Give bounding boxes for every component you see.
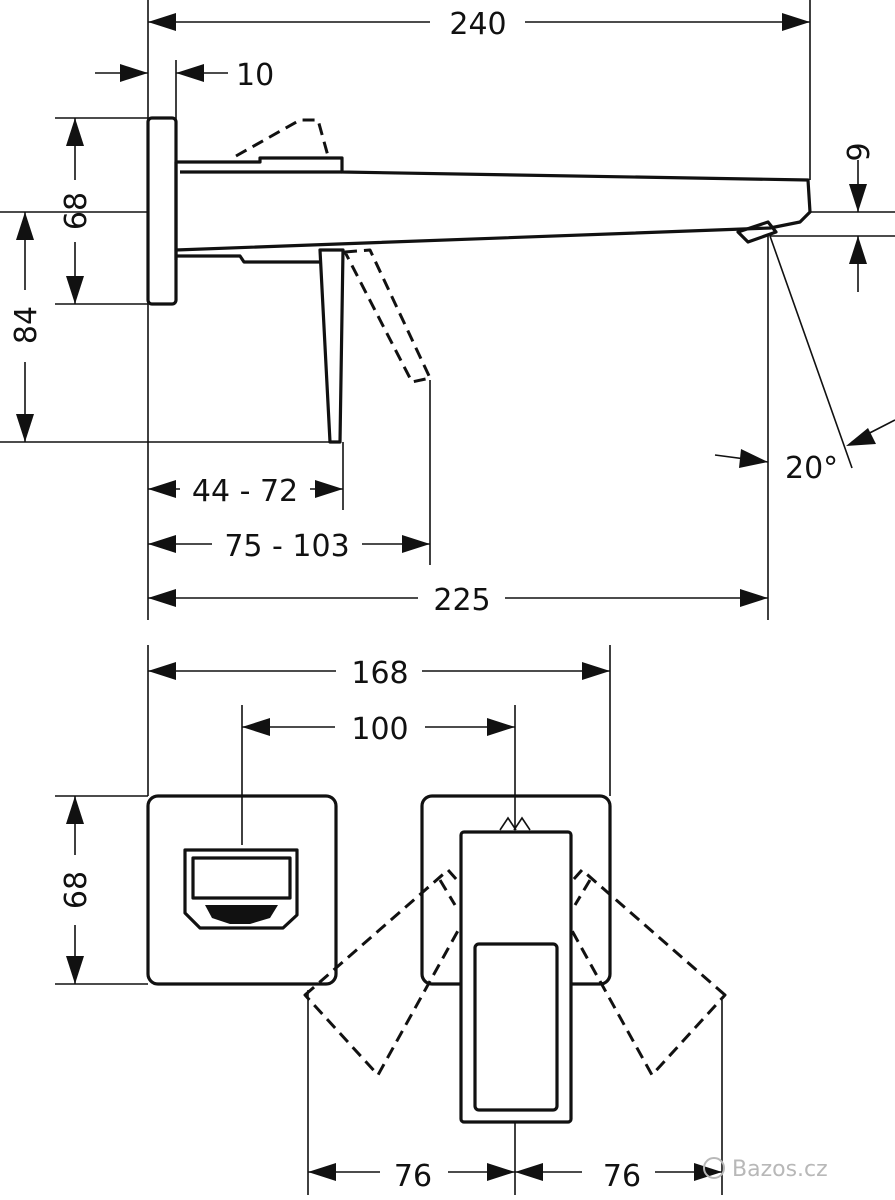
lever-side-alt	[343, 248, 432, 384]
aerator	[736, 220, 778, 244]
spout-side	[174, 156, 812, 264]
dim-lever-drop: 84	[9, 212, 44, 442]
lever-swing-left	[303, 868, 477, 1077]
dim-plate-height-side: 68	[59, 118, 94, 304]
dim-center-distance: 100	[242, 712, 515, 747]
spout-outlet-front	[183, 848, 299, 930]
dim-lever-pos-max-label: 75 - 103	[224, 529, 349, 564]
dim-lever-pos-max: 75 - 103	[148, 529, 430, 564]
watermark-text: Bazos.cz	[732, 1157, 828, 1182]
dim-plate-height-side-label: 68	[59, 192, 94, 230]
dim-plate-thickness-label: 10	[236, 58, 274, 93]
dim-spout-offset: 9	[842, 142, 877, 292]
dim-swing-left-label: 76	[394, 1159, 432, 1194]
lever-front	[459, 830, 573, 1124]
dim-swing-left: 76	[308, 1159, 515, 1194]
dim-total-length-label: 240	[449, 7, 506, 42]
dim-lever-pos-min: 44 - 72	[148, 474, 343, 509]
dim-spout-offset-label: 9	[842, 142, 877, 161]
dim-overall-width-label: 168	[351, 656, 408, 691]
dim-overall-width: 168	[148, 656, 610, 691]
dim-lever-pos-min-label: 44 - 72	[192, 474, 298, 509]
lever-side	[318, 248, 345, 444]
dim-swing-right-label: 76	[603, 1159, 641, 1194]
lever-top-alt	[235, 118, 330, 158]
wall-plate-side	[146, 116, 178, 306]
dim-plate-height-front-label: 68	[59, 871, 94, 909]
dim-projection-label: 225	[433, 583, 490, 618]
watermark-logo-icon	[703, 1157, 725, 1179]
lever-swing-ticks	[438, 879, 592, 906]
dim-swing-right: 76	[515, 1159, 722, 1194]
lever-swing-right	[553, 868, 727, 1077]
dim-angle-label: 20°	[785, 451, 838, 486]
watermark: Bazos.cz	[703, 1157, 828, 1182]
dim-total-length: 240	[148, 7, 810, 42]
dim-plate-height-front: 68	[59, 796, 94, 984]
side-view: 240 10 68 84	[0, 0, 895, 620]
dim-plate-thickness: 10	[95, 58, 274, 93]
front-view: 168 100 68 76	[55, 645, 727, 1195]
center-mark-icon	[499, 816, 531, 831]
dim-lever-drop-label: 84	[9, 306, 44, 344]
dim-projection: 225	[148, 583, 768, 618]
dim-angle: 20°	[714, 419, 895, 486]
dim-center-distance-label: 100	[351, 712, 408, 747]
spout-plate-front	[146, 794, 338, 986]
